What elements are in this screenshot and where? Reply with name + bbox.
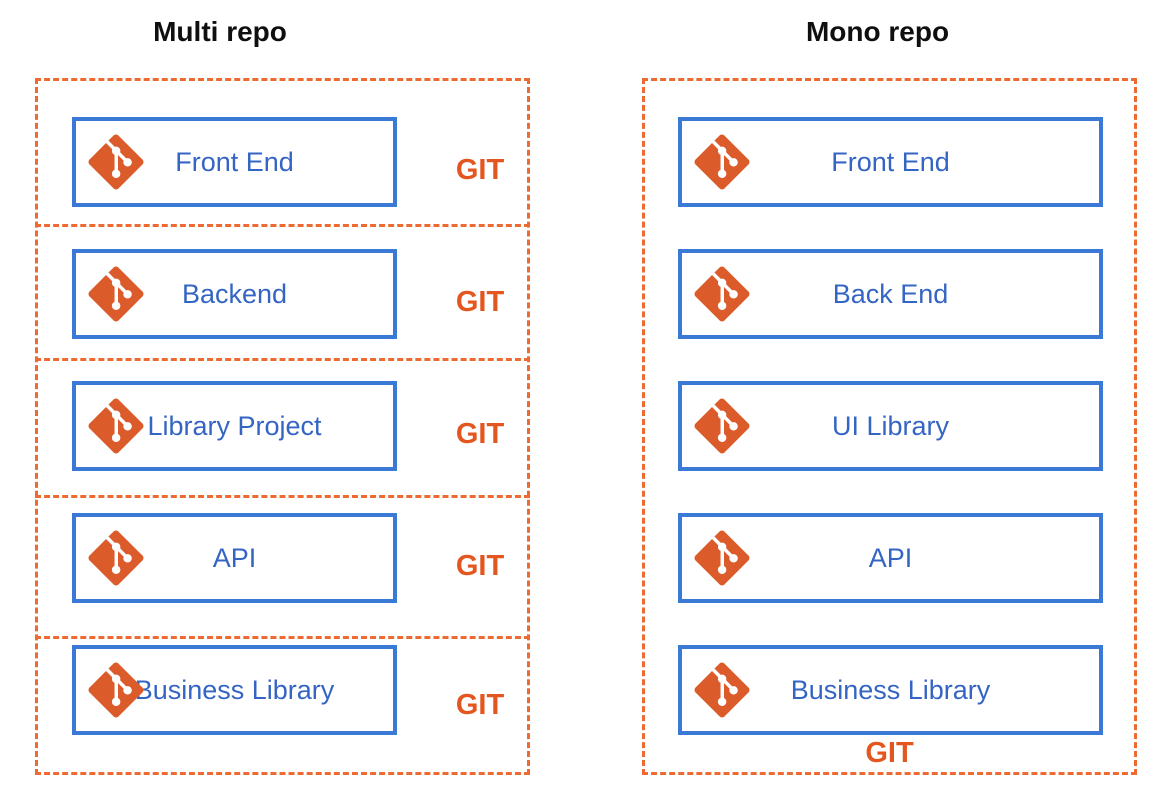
project-box-ui-library: UI Library [678, 381, 1103, 471]
mono-repo-dashed-container [642, 78, 1137, 775]
git-repo-label: GIT [455, 286, 505, 318]
multi-repo-title: Multi repo [153, 16, 287, 47]
project-box-back-end: Back End [678, 249, 1103, 339]
git-logo-icon [87, 397, 145, 455]
project-box-library-project: Library Project [72, 381, 397, 471]
project-box-business-library: Business Library [678, 645, 1103, 735]
multi-repo-dashed-container [35, 78, 530, 775]
project-box-api: API [678, 513, 1103, 603]
project-label: Business Library [790, 674, 991, 705]
git-logo-icon [693, 133, 751, 191]
project-label: Front End [831, 146, 950, 177]
project-label: Library Project [147, 410, 322, 441]
project-label: UI Library [831, 410, 950, 441]
mono-repo-title: Mono repo [805, 16, 950, 47]
git-logo-icon [87, 529, 145, 587]
project-box-business-library: Business Library [72, 645, 397, 735]
project-label: API [212, 542, 257, 573]
git-repo-label: GIT [455, 418, 505, 450]
repo-divider [35, 636, 530, 639]
git-logo-icon [87, 133, 145, 191]
repo-divider [35, 495, 530, 498]
project-label: API [868, 542, 913, 573]
git-logo-icon [693, 661, 751, 719]
project-label: Business Library [134, 674, 335, 705]
git-repo-label: GIT [455, 689, 505, 721]
git-repo-label: GIT [455, 154, 505, 186]
git-logo-icon [693, 397, 751, 455]
git-logo-icon [87, 265, 145, 323]
project-label: Backend [181, 278, 288, 309]
git-repo-label: GIT [865, 737, 914, 769]
project-box-front-end: Front End [72, 117, 397, 207]
git-logo-icon [693, 529, 751, 587]
project-box-backend: Backend [72, 249, 397, 339]
git-logo-icon [693, 265, 751, 323]
git-repo-label: GIT [455, 550, 505, 582]
git-logo-icon [87, 661, 145, 719]
repo-divider [35, 358, 530, 361]
project-label: Back End [832, 278, 949, 309]
project-box-api: API [72, 513, 397, 603]
repo-divider [35, 224, 530, 227]
project-label: Front End [175, 146, 294, 177]
project-box-front-end: Front End [678, 117, 1103, 207]
